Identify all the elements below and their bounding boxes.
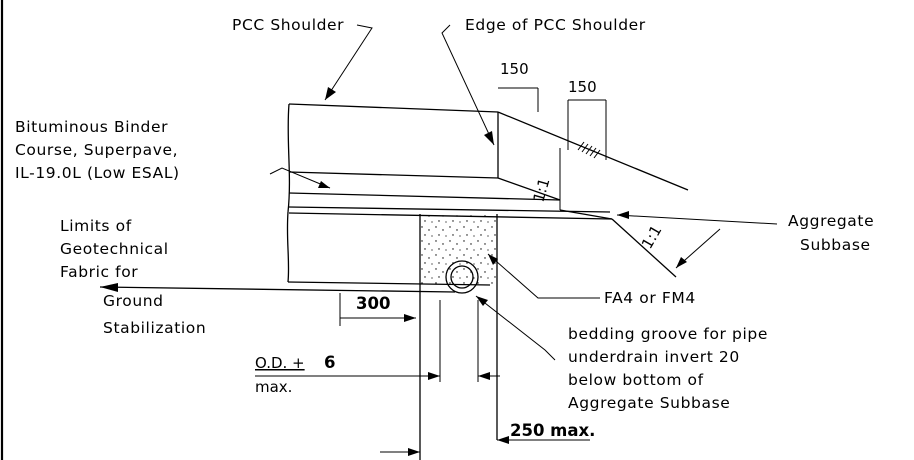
label-limits-4: Ground [103, 292, 164, 310]
label-limits-2: Geotechnical [60, 240, 169, 258]
dim-od-value: 6 [324, 353, 335, 372]
dim-150-a: 150 [500, 60, 529, 78]
shoulder-edge [497, 111, 689, 220]
dim-od-label: O.D. + [255, 354, 305, 372]
label-agg-2: Subbase [800, 236, 871, 254]
label-limits-3: Fabric for [60, 263, 138, 281]
label-pcc-shoulder: PCC Shoulder [232, 16, 344, 34]
label-fa4: FA4 or FM4 [604, 289, 696, 307]
leader-lines [269, 24, 778, 361]
dim-300: 300 [356, 294, 390, 313]
dim-250: 250 max. [510, 421, 595, 440]
turf-hatch-icon [577, 141, 601, 159]
label-edge-pcc: Edge of PCC Shoulder [465, 16, 646, 34]
label-binder-2: Course, Superpave, [15, 141, 178, 159]
label-limits-5: Stabilization [103, 319, 206, 337]
slope-label-upper: 1:1 [530, 176, 554, 204]
label-binder-1: Bituminous Binder [15, 118, 168, 136]
fabric-limit-arrow [99, 283, 456, 293]
label-bed-4: Aggregate Subbase [568, 394, 730, 412]
label-agg-1: Aggregate [788, 212, 874, 230]
pipe-underdrain [445, 260, 479, 294]
drain-trench [419, 214, 498, 460]
pcc-shoulder-slab [287, 103, 499, 213]
label-bed-1: bedding groove for pipe [568, 325, 768, 343]
label-bed-2: underdrain invert 20 [568, 348, 740, 366]
dimension-lines [255, 87, 607, 456]
label-binder-3: IL-19.0L (Low ESAL) [15, 164, 180, 182]
slope-label-lower: 1:1 [638, 222, 666, 252]
dim-od-max: max. [255, 378, 292, 396]
label-bed-3: below bottom of [568, 371, 704, 389]
label-limits-1: Limits of [60, 217, 132, 235]
dim-150-b: 150 [568, 78, 597, 96]
